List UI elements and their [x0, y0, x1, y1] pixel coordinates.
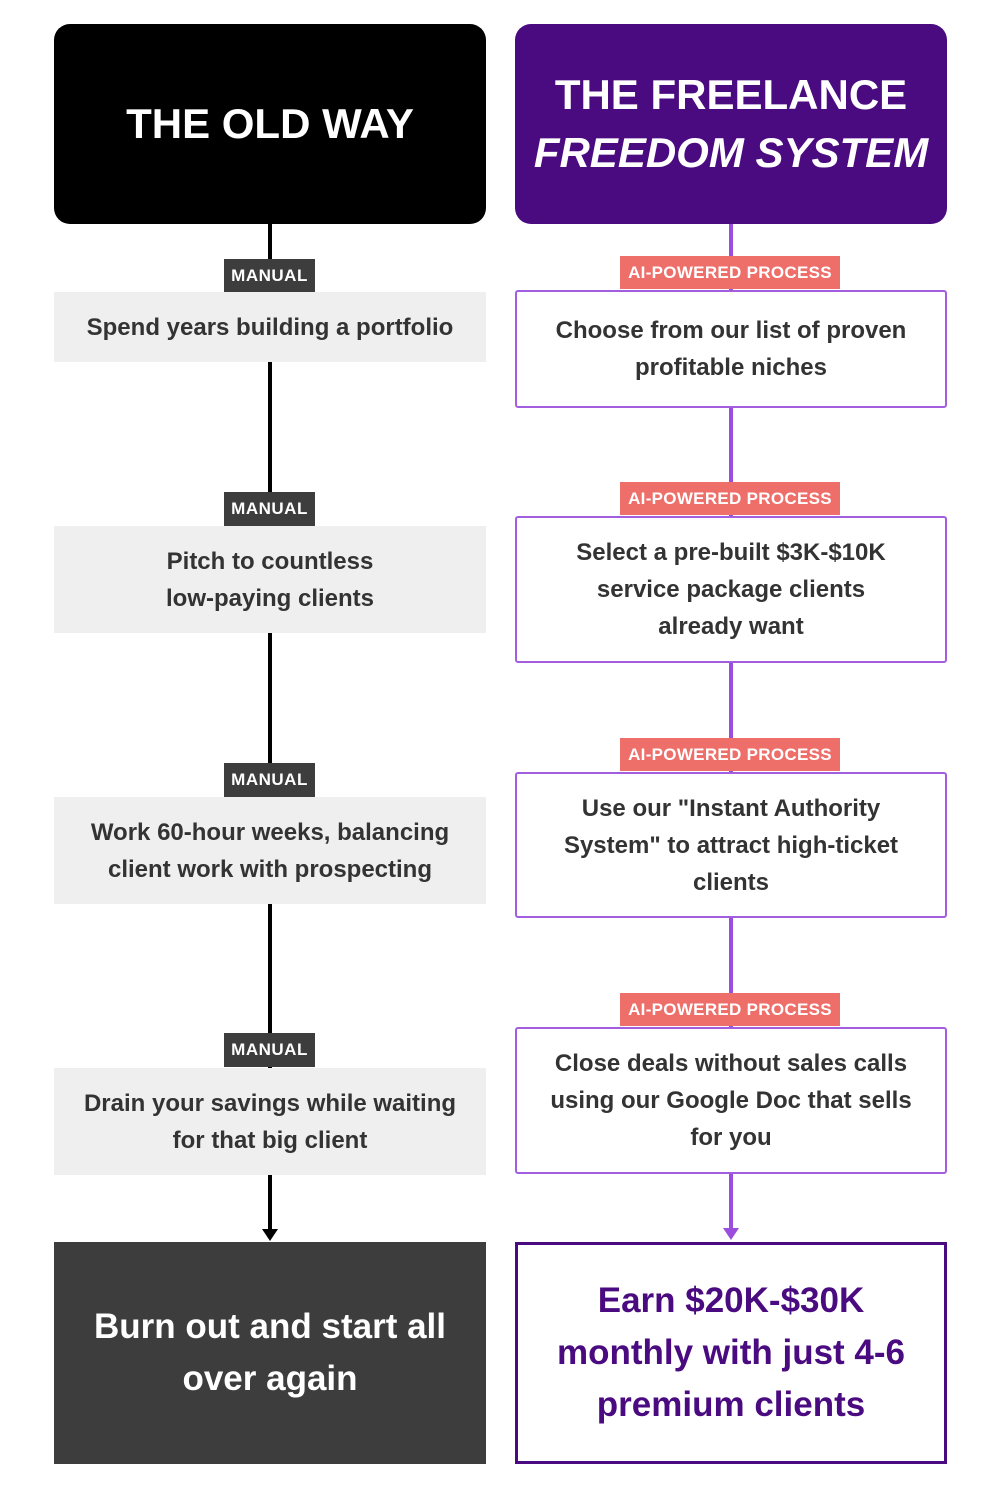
- old-step-text: Spend years building a portfolio: [86, 313, 454, 341]
- old-way-title: THE OLD WAY: [126, 100, 414, 147]
- new-step-text: Choose from our list of proven profitabl…: [555, 317, 907, 381]
- manual-tag: MANUAL: [224, 1033, 315, 1067]
- old-connector-line: [268, 224, 272, 292]
- new-way-outcome: Earn $20K-$30K monthly with just 4-6 pre…: [515, 1242, 947, 1464]
- manual-tag: MANUAL: [224, 763, 315, 797]
- old-outcome-text: Burn out and start all over again: [94, 1307, 446, 1398]
- ai-powered-tag: AI-POWERED PROCESS: [620, 738, 840, 771]
- old-arrow-down-icon: [262, 1229, 278, 1241]
- new-connector-line: [729, 663, 733, 772]
- old-connector-line: [268, 633, 272, 797]
- new-step-text: Select a pre-built $3K-$10K service pack…: [576, 539, 886, 640]
- new-step-2: Select a pre-built $3K-$10K service pack…: [515, 516, 947, 663]
- old-step-4: Drain your savings while waiting for tha…: [54, 1068, 486, 1175]
- old-step-text: Pitch to countless low-paying clients: [165, 547, 375, 612]
- manual-tag: MANUAL: [224, 492, 315, 526]
- new-step-text: Close deals without sales calls using ou…: [550, 1050, 912, 1151]
- old-step-1: Spend years building a portfolio: [54, 292, 486, 362]
- new-step-text: Use our "Instant Authority System" to at…: [563, 794, 899, 896]
- old-connector-line: [268, 904, 272, 1068]
- old-connector-line: [268, 362, 272, 526]
- new-connector-line: [729, 408, 733, 516]
- ai-powered-tag: AI-POWERED PROCESS: [620, 482, 840, 515]
- new-arrow-down-icon: [723, 1228, 739, 1240]
- new-step-3: Use our "Instant Authority System" to at…: [515, 772, 947, 918]
- old-step-3: Work 60-hour weeks, balancing client wor…: [54, 797, 486, 904]
- old-way-header: THE OLD WAY: [54, 24, 486, 224]
- old-step-2: Pitch to countless low-paying clients: [54, 526, 486, 633]
- old-connector-line: [268, 1175, 272, 1231]
- new-way-title-line2: FREEDOM SYSTEM: [533, 129, 929, 176]
- new-step-4: Close deals without sales calls using ou…: [515, 1027, 947, 1174]
- new-outcome-text: Earn $20K-$30K monthly with just 4-6 pre…: [556, 1281, 906, 1424]
- new-way-title-line1: THE FREELANCE: [554, 71, 908, 118]
- new-way-header: THE FREELANCE FREEDOM SYSTEM: [515, 24, 947, 224]
- new-connector-line: [729, 1174, 733, 1230]
- manual-tag: MANUAL: [224, 259, 315, 293]
- old-step-text: Work 60-hour weeks, balancing client wor…: [90, 818, 450, 883]
- ai-powered-tag: AI-POWERED PROCESS: [620, 256, 840, 289]
- old-step-text: Drain your savings while waiting for tha…: [83, 1089, 457, 1154]
- new-step-1: Choose from our list of proven profitabl…: [515, 290, 947, 408]
- old-way-outcome: Burn out and start all over again: [54, 1242, 486, 1464]
- new-connector-line: [729, 918, 733, 1027]
- ai-powered-tag: AI-POWERED PROCESS: [620, 993, 840, 1026]
